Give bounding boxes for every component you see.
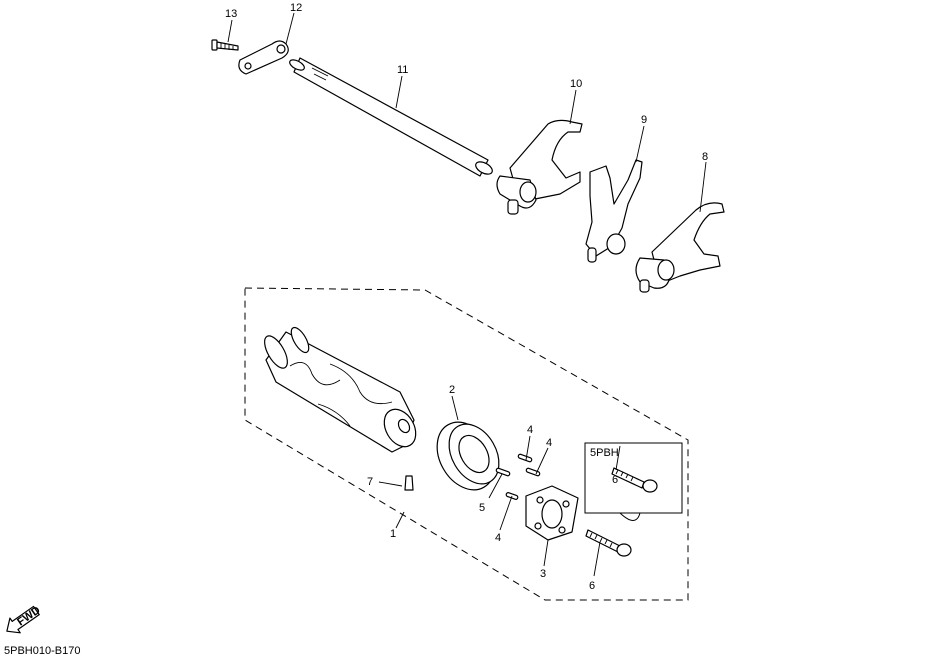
part-10-shift-fork <box>496 119 583 215</box>
callout-13: 13 <box>225 8 237 20</box>
part-11-shaft <box>289 57 493 177</box>
callout-1: 1 <box>390 528 396 540</box>
part-1-shift-drum <box>264 326 417 491</box>
part-12-stopper-plate <box>238 40 289 75</box>
callout-6a: 6 <box>612 474 618 486</box>
callout-11: 11 <box>397 64 408 76</box>
fwd-label: FWD <box>15 604 42 628</box>
leader-lines <box>227 12 707 577</box>
part-13-screw <box>211 39 239 51</box>
assembly-boundary <box>244 287 689 601</box>
part-9-shift-fork <box>585 159 643 263</box>
part-6-screw <box>585 529 632 557</box>
part-8-shift-fork <box>635 202 725 293</box>
callout-3: 3 <box>540 568 546 580</box>
callout-8: 8 <box>702 151 708 163</box>
fwd-arrow-icon: FWD <box>6 604 43 634</box>
inset-label: 5PBH <box>590 447 619 459</box>
callout-4c: 4 <box>495 532 501 544</box>
callout-12: 12 <box>290 2 302 14</box>
callout-9: 9 <box>641 114 647 126</box>
callout-10: 10 <box>570 78 582 90</box>
callout-4a: 4 <box>527 424 533 436</box>
callout-4b: 4 <box>546 437 552 449</box>
figure-code: 5PBH010-B170 <box>4 645 81 657</box>
variant-inset: 5PBH <box>584 442 683 521</box>
callout-5: 5 <box>479 502 485 514</box>
callout-7: 7 <box>367 476 373 488</box>
part-2-bearing <box>436 421 500 491</box>
callout-2: 2 <box>449 384 455 396</box>
part-3-segment <box>525 485 579 541</box>
callout-6b: 6 <box>589 580 595 592</box>
